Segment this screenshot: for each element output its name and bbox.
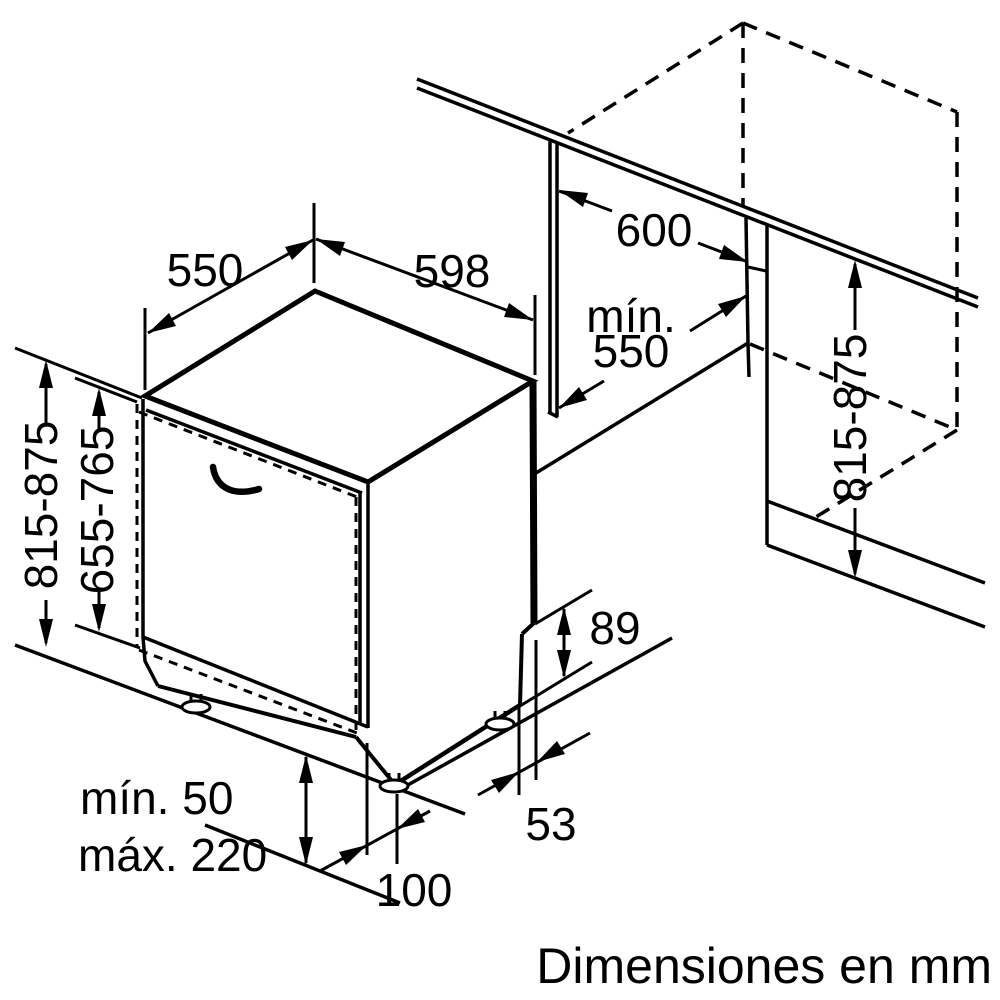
extension-lines [14, 203, 593, 864]
label-depth-550: 550 [167, 244, 244, 296]
dishwasher-body [135, 288, 539, 794]
label-recess-height-89: 89 [589, 602, 640, 654]
label-niche-width-600: 600 [616, 204, 693, 256]
label-width-598: 598 [414, 245, 491, 297]
label-recess-depth-53: 53 [525, 798, 576, 850]
niche-dashed-box [567, 21, 959, 522]
adjustable-feet [180, 694, 516, 794]
units-note: Dimensiones en mm [536, 938, 992, 994]
foot-left [180, 694, 212, 715]
foot-front [378, 773, 410, 794]
dishwasher-top-face [139, 288, 539, 485]
base-plinth [141, 636, 398, 788]
dim-598-line [315, 237, 534, 322]
label-plinth-max: máx. 220 [78, 829, 267, 881]
label-niche-depth-min: mín. [586, 290, 675, 342]
dishwasher-door [141, 399, 370, 729]
countertop [416, 77, 979, 309]
label-niche-height: 815-875 [824, 334, 876, 503]
foot-right [484, 711, 516, 732]
decor-panel-dashed [135, 404, 358, 735]
label-foot-offset-100: 100 [376, 864, 453, 916]
label-panel-height: 655-765 [71, 426, 123, 595]
dim-550-line [147, 238, 314, 335]
label-niche-depth-550: 550 [593, 325, 670, 377]
label-appliance-height: 815-875 [15, 421, 67, 590]
niche-walls [535, 140, 986, 629]
door-handle [209, 463, 263, 495]
arrowheads [39, 190, 862, 865]
dimension-labels: 550 598 600 mín. 550 815-875 655-765 815… [15, 204, 876, 916]
label-plinth-min: mín. 50 [80, 772, 233, 824]
